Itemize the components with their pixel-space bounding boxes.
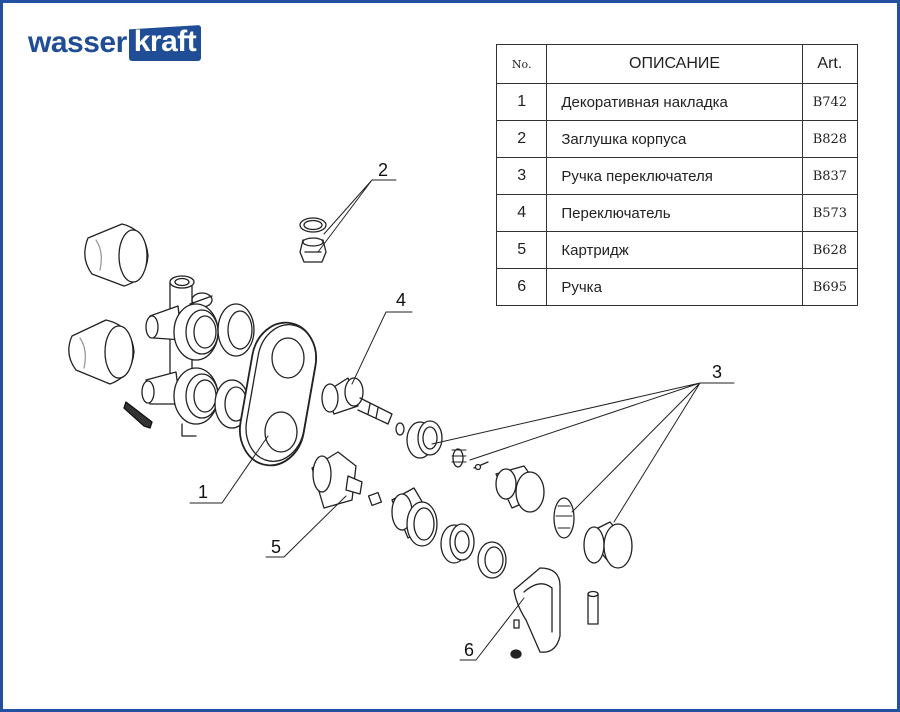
row-no: 2 xyxy=(495,120,548,158)
diverter-handle-disc xyxy=(553,497,575,539)
cartridge-cover-ring xyxy=(477,541,507,579)
leader-lines xyxy=(189,179,735,661)
diverter-handle-sleeve xyxy=(495,465,545,513)
row-description: Переключатель xyxy=(546,194,803,232)
row-description: Декоративная накладка xyxy=(546,83,803,121)
row-art: B573 xyxy=(801,194,859,232)
header-no: No. xyxy=(495,44,548,84)
brand-logo: wasser kraft xyxy=(28,22,202,64)
row-description: Заглушка корпуса xyxy=(546,120,803,158)
table-row: 5 Картридж B628 xyxy=(495,231,859,269)
callout-2: 2 xyxy=(378,160,388,180)
parts-table-header: No. ОПИСАНИЕ Art. xyxy=(495,44,859,84)
concealed-body xyxy=(141,275,219,437)
protective-cap-lower xyxy=(68,319,135,385)
body-plug xyxy=(299,217,327,263)
callout-1: 1 xyxy=(198,482,208,502)
row-no: 6 xyxy=(495,268,548,306)
protective-cap-upper xyxy=(84,223,149,287)
diverter-handle-insert xyxy=(451,448,467,468)
row-no: 4 xyxy=(495,194,548,232)
row-art: B837 xyxy=(801,157,859,195)
cartridge-nut xyxy=(440,523,475,564)
diverter-handle-knob xyxy=(583,521,633,569)
lever-handle xyxy=(513,567,561,653)
lever-handle-pin xyxy=(587,590,599,625)
callout-5: 5 xyxy=(271,537,281,557)
row-no: 5 xyxy=(495,231,548,269)
table-row: 1 Декоративная накладка B742 xyxy=(495,83,859,121)
decorative-plate xyxy=(238,321,318,467)
callout-6: 6 xyxy=(464,640,474,660)
row-art: B695 xyxy=(801,268,859,306)
cartridge-sleeve xyxy=(391,487,438,547)
cartridge xyxy=(311,451,383,509)
table-row: 2 Заглушка корпуса B828 xyxy=(495,120,859,158)
table-row: 6 Ручка B695 xyxy=(495,268,859,306)
brand-logo-part1: wasser xyxy=(28,26,127,59)
row-art: B742 xyxy=(801,83,859,121)
brand-logo-part2: kraft xyxy=(128,25,202,61)
hex-key xyxy=(123,401,153,429)
seal-ring-upper xyxy=(217,303,255,357)
diverter-adapter xyxy=(406,420,443,459)
row-description: Ручка xyxy=(546,268,803,306)
lever-handle-screw xyxy=(510,649,522,659)
table-row: 4 Переключатель B573 xyxy=(495,194,859,232)
callout-4: 4 xyxy=(396,290,406,310)
parts-table: No. ОПИСАНИЕ Art. 1 Декоративная накладк… xyxy=(495,44,859,306)
diverter-handle-screw xyxy=(473,461,489,471)
diverter xyxy=(321,377,405,436)
callout-3: 3 xyxy=(712,362,722,382)
